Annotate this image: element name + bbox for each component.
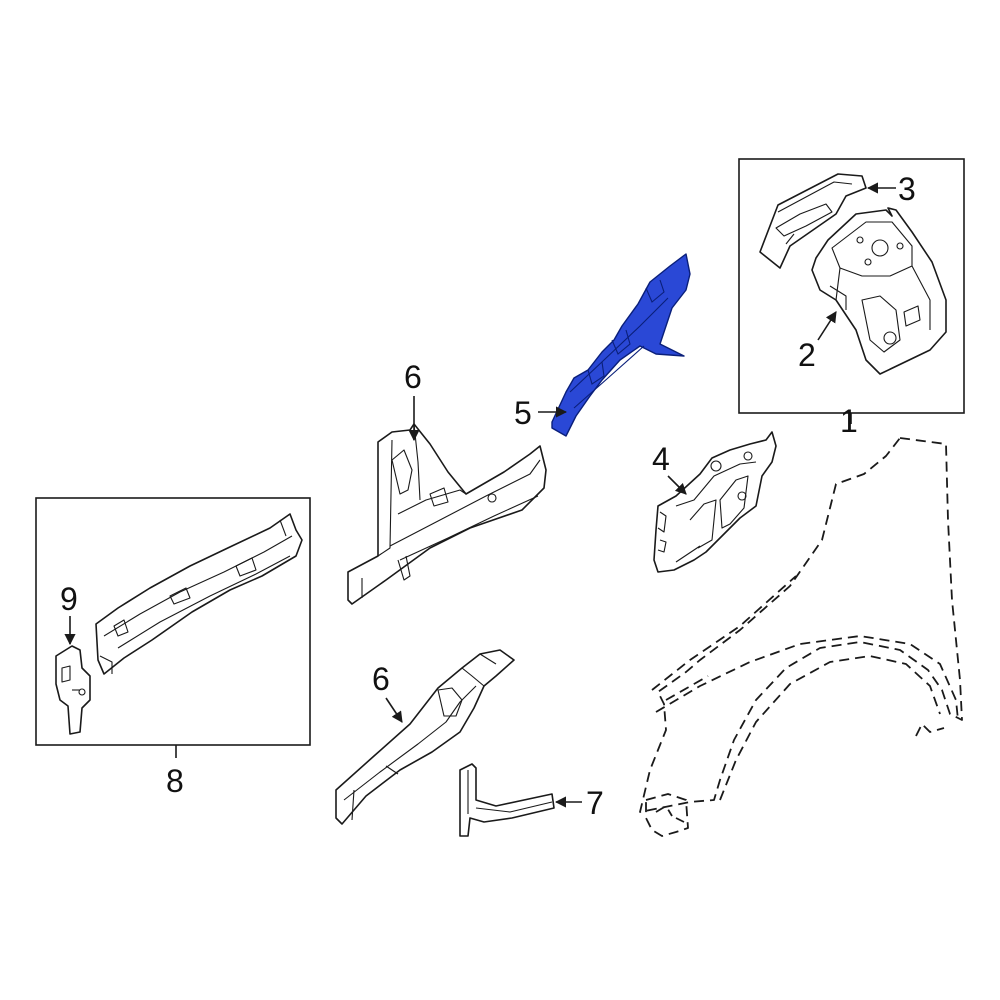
part-2-strut-tower[interactable] bbox=[811, 207, 947, 375]
callout-4[interactable]: 4 bbox=[652, 441, 687, 495]
callout-1[interactable]: 1 bbox=[840, 403, 858, 439]
part-8-rail-assembly[interactable] bbox=[95, 513, 303, 675]
fender-reference-outline bbox=[639, 437, 963, 837]
callout-3-label: 3 bbox=[898, 171, 916, 207]
part-9-bracket[interactable] bbox=[55, 645, 91, 735]
part-5-body bbox=[551, 253, 691, 437]
callout-6-upper[interactable]: 6 bbox=[404, 359, 422, 442]
callout-5-label: 5 bbox=[514, 395, 532, 431]
part-3-upper-extension[interactable] bbox=[759, 173, 867, 269]
callout-7[interactable]: 7 bbox=[554, 785, 604, 821]
callout-2-label: 2 bbox=[798, 337, 816, 373]
part-6-upper-side-member[interactable] bbox=[347, 423, 547, 605]
callout-8-label: 8 bbox=[166, 763, 184, 799]
callout-4-label: 4 bbox=[652, 441, 670, 477]
part-7-brace[interactable] bbox=[459, 763, 555, 837]
callout-9[interactable]: 9 bbox=[60, 581, 78, 646]
callout-8[interactable]: 8 bbox=[166, 763, 184, 799]
part-4-inner-panel[interactable] bbox=[653, 431, 777, 573]
part-5-highlighted-bracket[interactable] bbox=[551, 253, 691, 437]
group-box-1 bbox=[738, 158, 965, 424]
callout-7-label: 7 bbox=[586, 785, 604, 821]
group-box-8 bbox=[35, 497, 311, 758]
callout-3[interactable]: 3 bbox=[866, 171, 916, 207]
callout-6-lower[interactable]: 6 bbox=[372, 661, 403, 723]
part-6-lower-side-member[interactable] bbox=[335, 649, 515, 825]
callout-2[interactable]: 2 bbox=[798, 311, 837, 373]
callout-9-label: 9 bbox=[60, 581, 78, 617]
callout-5[interactable]: 5 bbox=[514, 395, 568, 431]
callout-1-label: 1 bbox=[840, 403, 858, 439]
callout-6-lower-label: 6 bbox=[372, 661, 390, 697]
callout-6-upper-label: 6 bbox=[404, 359, 422, 395]
